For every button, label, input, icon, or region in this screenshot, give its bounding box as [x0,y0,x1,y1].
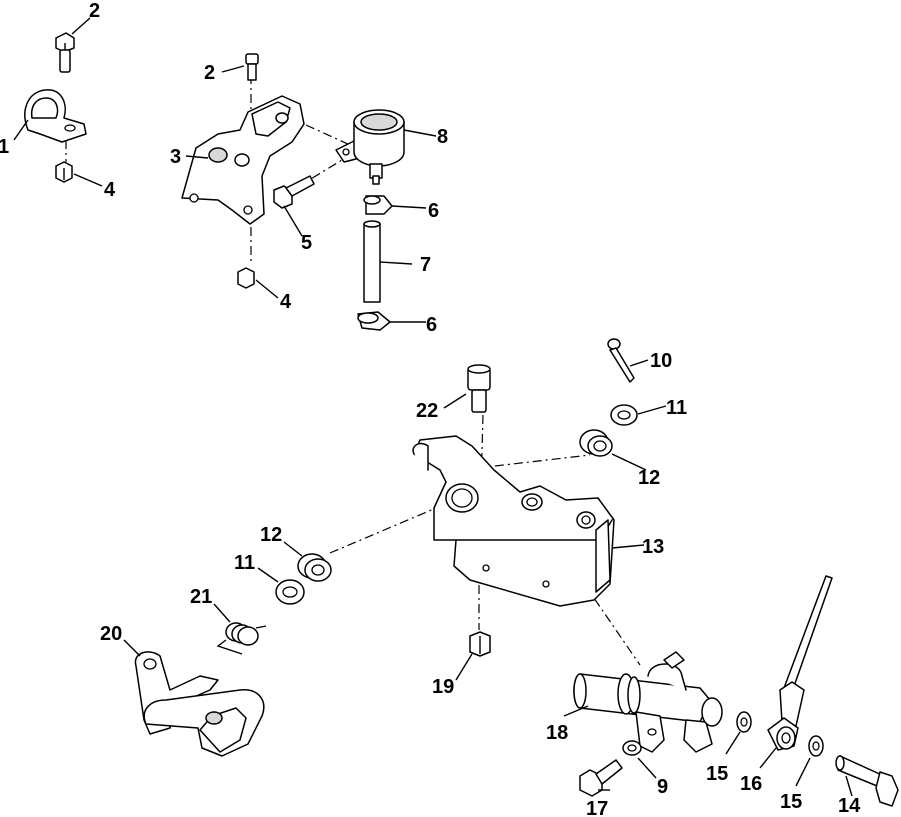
rod-end-part-16 [767,681,805,751]
nut-part-19 [469,631,491,657]
hose-clamp-part-6-bottom [357,311,391,331]
clamp-part-1 [24,89,87,143]
callout-6-top: 6 [428,200,439,222]
bolt-part-2-top [55,32,75,73]
callout-15-left: 15 [706,763,728,785]
spring-part-21 [216,622,267,655]
bolt-part-14 [835,755,899,807]
bushing-part-12-right [579,429,613,457]
nut-part-4-left [55,161,73,183]
callout-6-bottom: 6 [426,314,437,336]
callout-11-left: 11 [234,552,255,574]
hose-part-7 [363,220,381,303]
main-bracket-part-13 [412,435,615,607]
callout-7: 7 [420,254,431,276]
washer-part-15-left [736,711,752,733]
callout-22: 22 [416,400,438,422]
pedal-lever-part-20 [134,651,265,757]
callout-15-right: 15 [780,791,802,813]
screw-part-2-center [245,53,259,81]
callout-10: 10 [650,350,672,372]
washer-part-11-right [610,404,638,426]
nut-part-4-lower [237,267,255,289]
callout-14: 14 [838,795,861,817]
callout-17: 17 [586,798,608,817]
callout-9: 9 [657,776,668,798]
callout-1: 1 [0,136,9,158]
brake-rod [783,575,833,693]
callout-2-center: 2 [204,62,215,84]
bolt-part-5 [273,175,315,209]
bushing-part-12-left [297,553,332,582]
washer-part-9 [622,740,642,756]
callout-16: 16 [740,773,762,795]
hose-clamp-part-6-top [363,195,393,215]
washer-part-15-right [808,735,824,757]
callout-20: 20 [100,623,122,645]
callout-5: 5 [301,232,312,254]
washer-part-11-left [275,579,305,605]
callout-12-left: 12 [260,524,282,546]
lever-bracket-part-3 [181,95,305,225]
bolt-part-22 [467,364,491,413]
callout-4-lower: 4 [280,291,292,313]
callout-12-right: 12 [638,467,660,489]
leader-lines [13,17,853,797]
callout-11-right: 11 [666,397,687,419]
shaft-part-18 [573,651,723,753]
callout-3: 3 [170,146,181,168]
callout-4-left: 4 [104,179,116,201]
callout-2-top: 2 [89,0,100,22]
callout-21: 21 [190,586,212,608]
callout-13: 13 [642,536,664,558]
callout-numbers: 1 2 2 3 4 4 5 6 6 7 8 9 10 11 11 12 12 1… [0,0,861,817]
cotter-pin-part-10 [607,338,635,383]
reservoir-part-8 [335,109,405,185]
callout-19: 19 [432,676,454,698]
callout-18: 18 [546,722,568,744]
callout-8: 8 [437,126,448,148]
